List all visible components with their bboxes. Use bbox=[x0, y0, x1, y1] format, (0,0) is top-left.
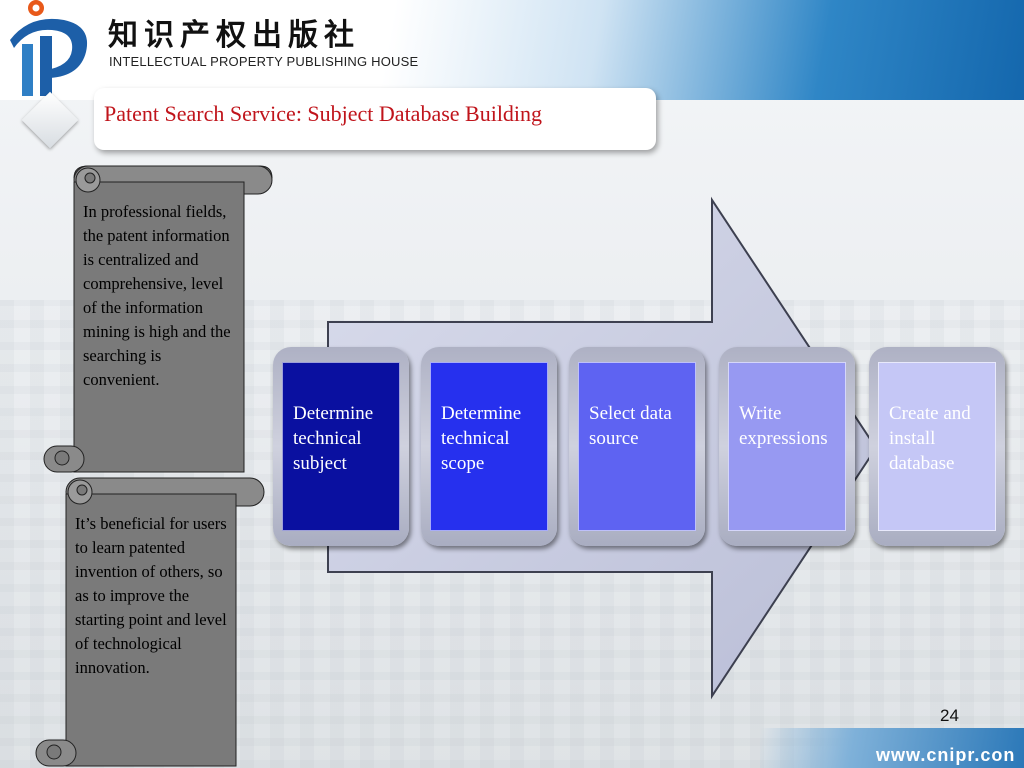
process-step-5: Create and install database bbox=[869, 347, 1005, 546]
process-step-5-fill bbox=[878, 362, 996, 531]
brand-chinese-name: 知识产权出版社 bbox=[108, 18, 360, 53]
process-step-1-label: Determine technical subject bbox=[293, 403, 374, 474]
process-step-5-label: Create and install database bbox=[889, 403, 971, 474]
scroll-note-1 bbox=[43, 165, 273, 473]
process-step-2-fill bbox=[430, 362, 548, 531]
process-step-1: Determine technical subject bbox=[273, 347, 409, 546]
process-step-4-fill bbox=[728, 362, 846, 531]
process-step-2-label: Determine technical scope bbox=[441, 403, 522, 474]
header-band bbox=[0, 0, 1024, 100]
scroll-note-2-text: It’s beneficial for users to learn paten… bbox=[75, 514, 227, 677]
process-step-2: Determine technical scope bbox=[421, 347, 557, 546]
page-number: 24 bbox=[940, 706, 959, 725]
title-box: Patent Search Service: Subject Database … bbox=[94, 88, 656, 150]
process-step-4-label: Write expressions bbox=[739, 403, 828, 449]
brand-english-name: INTELLECTUAL PROPERTY PUBLISHING HOUSE bbox=[109, 54, 419, 69]
scroll-note-2 bbox=[35, 477, 265, 767]
process-step-1-fill bbox=[282, 362, 400, 531]
process-step-4: Write expressions bbox=[719, 347, 855, 546]
process-step-3-fill bbox=[578, 362, 696, 531]
ipph-logo-icon bbox=[10, 0, 88, 96]
process-step-3: Select data source bbox=[569, 347, 705, 546]
decorative-diamond bbox=[21, 91, 79, 149]
footer-band bbox=[760, 728, 1024, 768]
scroll-note-1-text: In professional fields, the patent infor… bbox=[83, 202, 231, 389]
process-step-3-label: Select data source bbox=[589, 403, 672, 449]
slide-title: Patent Search Service: Subject Database … bbox=[104, 101, 543, 126]
footer-url: www.cnipr.con bbox=[876, 745, 1016, 765]
